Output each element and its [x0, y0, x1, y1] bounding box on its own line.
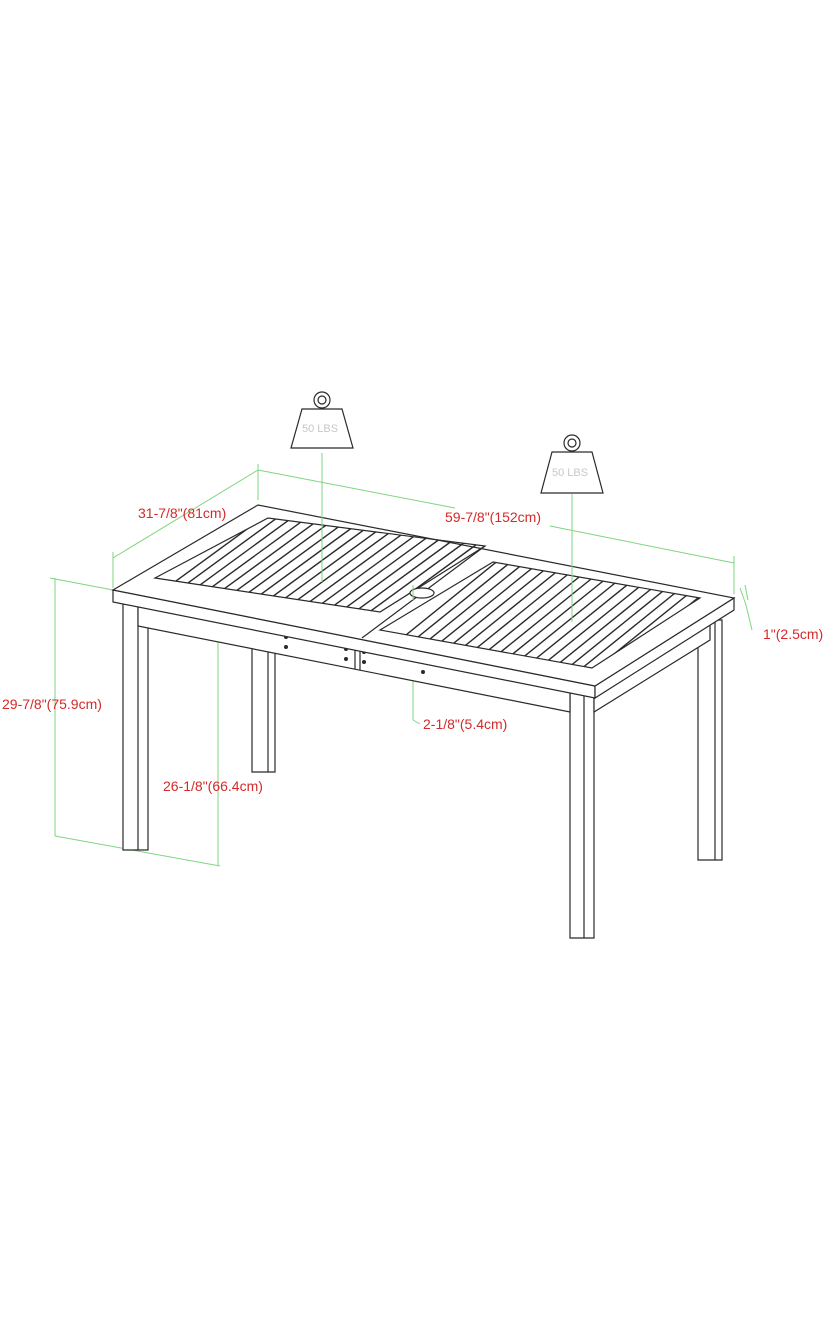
leg-back-left: [251, 644, 276, 773]
overall-height-dimension-label: 29-7/8"(75.9cm): [2, 696, 102, 712]
leg-front-left: [122, 599, 149, 851]
weight-label-right: 50 LBS: [552, 467, 589, 479]
leg-back-right: [697, 619, 723, 861]
umbrella-hole-dimension-label: 2-1/8"(5.4cm): [423, 716, 508, 732]
weight-drop-lines: [321, 453, 573, 622]
weight-icon-left: [290, 391, 354, 449]
weight-label-left: 50 LBS: [302, 423, 339, 435]
leg-front-right: [569, 689, 595, 939]
clearance-dimension-label: 26-1/8"(66.4cm): [163, 778, 263, 794]
weight-icon-right: [540, 434, 604, 494]
umbrella-hole-icon: [409, 587, 435, 599]
top-thickness-dimension-label: 1"(2.5cm): [763, 626, 824, 642]
depth-dimension-label: 31-7/8"(81cm): [138, 505, 227, 521]
length-dimension-label: 59-7/8"(152cm): [445, 509, 542, 525]
